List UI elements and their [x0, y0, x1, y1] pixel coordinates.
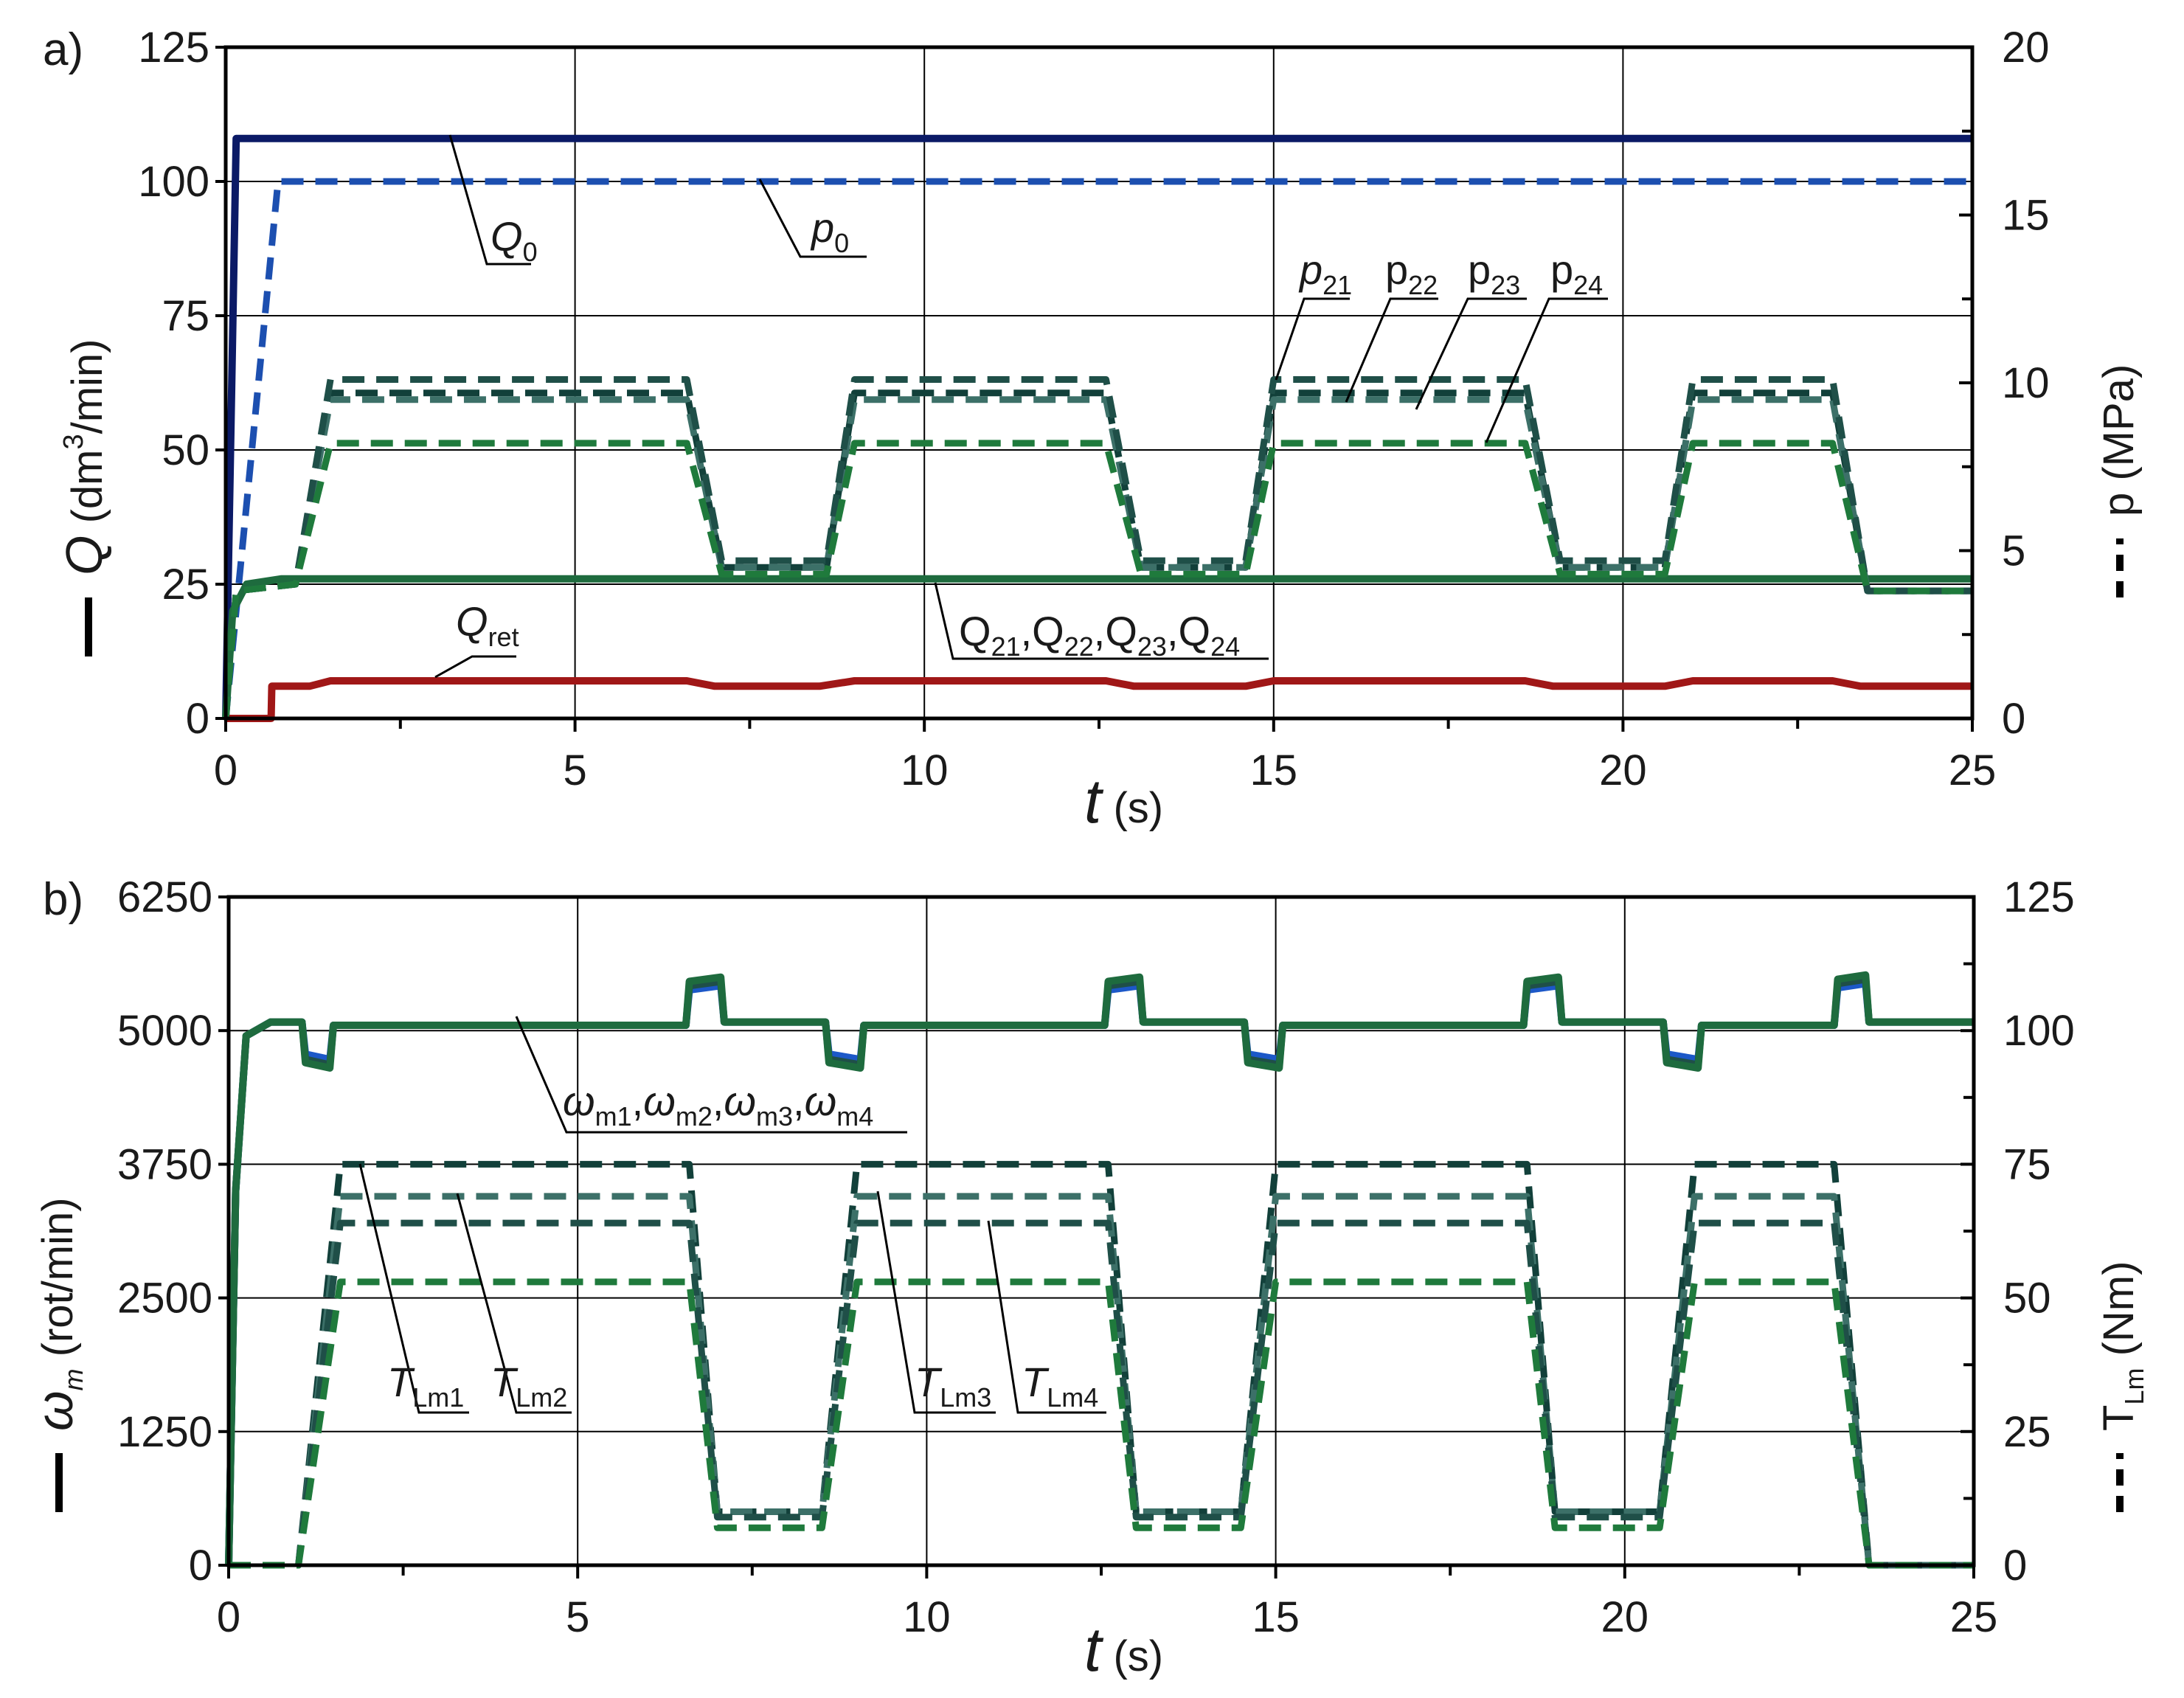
panel-b-x-label: t (s): [1084, 1615, 1163, 1684]
tlm3-label: TLm3: [915, 1359, 991, 1413]
series-p24: [222, 440, 1972, 719]
x-tick-label: 10: [903, 1593, 951, 1641]
p23-leader: [1415, 297, 1527, 410]
tlm4-label: TLm4: [1022, 1359, 1098, 1413]
y-left-tick-label: 25: [162, 561, 209, 609]
svg-text:Q (dm3/min): Q (dm3/min): [55, 339, 113, 575]
tlm4-leader: [987, 1220, 1106, 1414]
series--m3: [225, 971, 1974, 1566]
x-tick-label: 15: [1250, 746, 1298, 794]
y-right-tick-label: 75: [2003, 1140, 2051, 1188]
y-left-tick-label: 0: [189, 1542, 212, 1590]
y-right-tick-label: 15: [2002, 192, 2050, 240]
panel-b-y-right-label: TLm (Nm): [2095, 1261, 2149, 1512]
panel-b-annotations: [358, 1016, 1106, 1414]
qret-label: Qret: [456, 598, 519, 652]
y-left-tick-label: 5000: [117, 1007, 212, 1055]
q2x-leader: [934, 582, 1269, 660]
y-right-tick-label: 0: [2002, 695, 2025, 743]
x-tick-label: 25: [1949, 746, 1997, 794]
panel-a-y-right-label: p (MPa): [2095, 364, 2143, 597]
p24-leader: [1485, 297, 1608, 443]
x-tick-label: 0: [214, 746, 238, 794]
series-q0: [222, 134, 1972, 719]
p0-leader: [758, 179, 867, 258]
p21-label: p21: [1298, 246, 1352, 300]
panel-a-annotations: [434, 134, 1608, 679]
y-right-tick-label: 25: [2003, 1408, 2051, 1456]
x-tick-label: 25: [1950, 1593, 1998, 1641]
series-tlm4: [229, 1278, 1974, 1569]
panel-a-label: a): [43, 24, 83, 75]
x-tick-label: 0: [217, 1593, 240, 1641]
series-tlm3: [229, 1219, 1974, 1569]
y-left-tick-label: 50: [162, 426, 209, 474]
y-right-tick-label: 5: [2002, 527, 2025, 575]
tlm2-leader: [456, 1193, 572, 1414]
y-right-tick-label: 10: [2002, 359, 2050, 407]
panel-a-y-left-label: Q (dm3/min): [55, 339, 113, 656]
series-p0: [222, 178, 1972, 719]
q0-leader: [448, 134, 531, 266]
q2x-label: Q21,Q22,Q23,Q24: [959, 608, 1240, 662]
y-right-tick-label: 0: [2003, 1542, 2027, 1590]
y-left-tick-label: 0: [186, 695, 209, 743]
y-left-tick-label: 125: [138, 24, 209, 72]
tlm1-leader: [358, 1163, 469, 1414]
series-tlm2: [229, 1193, 1974, 1569]
p22-leader: [1345, 297, 1438, 403]
y-left-tick-label: 3750: [117, 1140, 212, 1188]
y-left-tick-label: 1250: [117, 1408, 212, 1456]
panel-a-series: [222, 134, 1972, 722]
x-tick-label: 20: [1601, 1593, 1649, 1641]
tlm2-label: TLm2: [490, 1359, 567, 1413]
omega-label: ωm1,ωm2,ωm3,ωm4: [563, 1078, 873, 1132]
x-tick-label: 5: [566, 1593, 589, 1641]
p21-leader: [1275, 297, 1350, 381]
q0-label: Q0: [490, 213, 538, 267]
omega-leader: [515, 1016, 907, 1134]
p22-label: p22: [1385, 246, 1438, 300]
series-qret: [226, 677, 1972, 722]
y-left-tick-label: 2500: [117, 1275, 212, 1323]
y-right-tick-label: 50: [2003, 1275, 2051, 1323]
panel-a-x-label: t (s): [1084, 766, 1163, 836]
panel-b-y-left-label: ωm (rot/min): [26, 1197, 89, 1512]
svg-text:TLm (Nm): TLm (Nm): [2095, 1261, 2149, 1431]
x-tick-label: 15: [1252, 1593, 1300, 1641]
y-left-tick-label: 75: [162, 292, 209, 340]
y-right-tick-label: 125: [2003, 873, 2075, 921]
y-left-tick-label: 100: [138, 158, 209, 206]
svg-text:p (MPa): p (MPa): [2095, 364, 2143, 516]
p23-label: p23: [1468, 246, 1520, 300]
tlm1-label: TLm1: [387, 1359, 464, 1413]
p0-label: p0: [810, 204, 849, 258]
y-right-tick-label: 20: [2002, 24, 2050, 72]
x-tick-label: 10: [901, 746, 949, 794]
tlm3-leader: [876, 1191, 996, 1414]
x-tick-label: 5: [563, 746, 586, 794]
qret-leader: [434, 655, 516, 679]
panel-b-label: b): [43, 874, 83, 925]
panel-b-series: [225, 971, 1974, 1569]
x-tick-label: 20: [1599, 746, 1647, 794]
y-right-tick-label: 100: [2003, 1007, 2075, 1055]
p24-label: p24: [1550, 246, 1603, 300]
y-left-tick-label: 6250: [117, 873, 212, 921]
svg-text:ωm (rot/min): ωm (rot/min): [26, 1197, 89, 1431]
